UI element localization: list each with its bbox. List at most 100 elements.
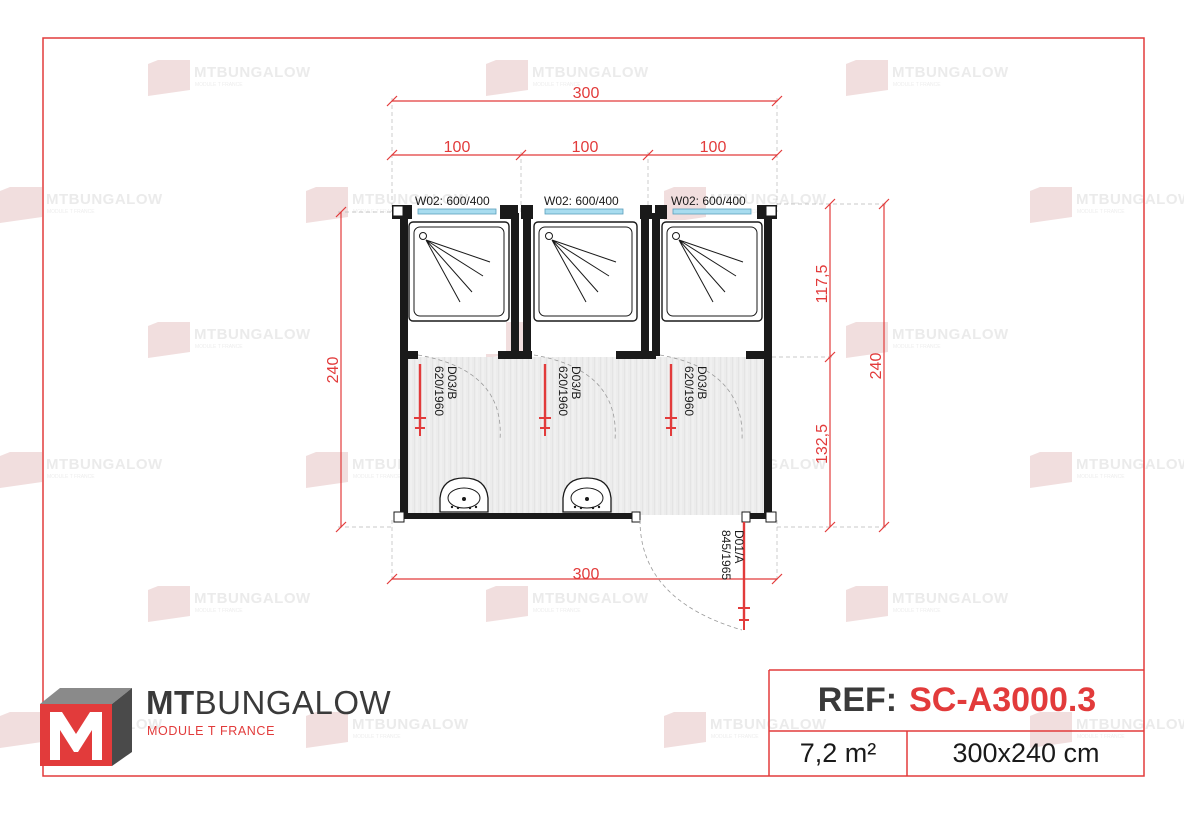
entrance-door-size: 845/1965 [719,530,733,580]
logo-wordmark: MTBUNGALOW [146,684,391,722]
dim-right-lower: 132,5 [814,424,831,464]
washbasin-2 [562,477,612,513]
watermark-mark [1030,187,1072,223]
watermark-mark [306,712,348,748]
watermark-text: MTBUNGALOW [194,64,311,81]
watermark-tagline: MODULE T FRANCE [47,474,95,480]
watermark-tagline: MODULE T FRANCE [353,734,401,740]
watermark-mark [148,322,190,358]
watermark-text: MTBUNGALOW [1076,456,1184,473]
dim-top-segment-2: 100 [572,139,599,156]
entrance-door-type: D01/A [732,530,746,563]
door-type-1: D03/B [445,366,459,399]
watermark-text: MTBUNGALOW [892,64,1009,81]
watermark-mark [1030,452,1072,488]
reference-cell: REF: SC-A3000.3 [770,670,1144,730]
watermark-mark [306,187,348,223]
watermark-text: MTBUNGALOW [194,326,311,343]
watermark-text: MTBUNGALOW [352,191,469,208]
shower-tray-1 [408,221,510,322]
door-type-2: D03/B [569,366,583,399]
watermark-text: MTBUNGALOW [194,590,311,607]
watermark-mark [846,60,888,96]
door-swings [417,354,743,631]
watermark-mark [486,586,528,622]
watermark-tagline: MODULE T FRANCE [1077,209,1125,215]
watermark-text: MTBUNGALOW [1076,716,1184,733]
watermark-text: MTBUNGALOW [710,191,827,208]
mtbungalow-logo-mark [40,688,132,766]
dim-right-total: 240 [868,353,885,380]
watermark-mark [0,712,42,748]
dim-right-upper: 117,5 [814,264,831,303]
watermark-text: MTBUNGALOW [892,590,1009,607]
watermark-mark [664,712,706,748]
window-label-1: W02: 600/400 [415,194,490,208]
dim-left-total: 240 [325,357,342,384]
dim-top-segment-1: 100 [444,139,471,156]
watermark-text: MTBUNGALOW [710,716,827,733]
watermark-mark [0,452,42,488]
dimension-lines [335,95,890,585]
watermark-tagline: MODULE T FRANCE [893,344,941,350]
dim-top-segment-3: 100 [700,139,727,156]
washbasin-1 [439,477,489,513]
watermark-text: MTBUNGALOW [532,64,649,81]
watermark-tagline: MODULE T FRANCE [893,608,941,614]
watermark-tagline: MODULE T FRANCE [353,209,401,215]
watermark-mark [486,60,528,96]
door-size-1: 620/1960 [432,366,446,416]
watermark-tagline: MODULE T FRANCE [195,82,243,88]
watermark-text: MTBUNGALOW [46,191,163,208]
door-type-3: D03/B [695,366,709,399]
door-leaves [414,364,750,630]
watermark-mark [1030,712,1072,748]
watermark-mark [148,586,190,622]
watermark-tagline: MODULE T FRANCE [1077,474,1125,480]
watermark-tagline: MODULE T FRANCE [533,82,581,88]
entrance-door-label: D01/A 845/1965 [719,530,746,580]
ref-label: REF: [817,680,898,719]
windows [417,208,752,215]
door-label-3: D03/B 620/1960 [682,366,709,416]
logo-tagline: MODULE T FRANCE [147,724,276,738]
watermark-mark [846,586,888,622]
logo-brand-bold: MT [146,684,195,721]
watermark-tagline: MODULE T FRANCE [195,344,243,350]
watermark-tagline: MODULE T FRANCE [1077,734,1125,740]
door-size-2: 620/1960 [556,366,570,416]
watermark-text: MTBUNGALOW [532,590,649,607]
wall-posts [392,205,777,523]
drawing-frame [42,37,1145,777]
watermark-text: MTBUNGALOW [46,456,163,473]
watermark-text: MTBUNGALOW [1076,191,1184,208]
watermark-mark [306,452,348,488]
door-size-3: 620/1960 [682,366,696,416]
logo-brand-rest: BUNGALOW [194,684,392,721]
area-value: 7,2 m² [799,738,877,768]
dim-top-total: 300 [573,85,600,102]
watermark-text: MTBUNGALOW [352,716,469,733]
door-label-2: D03/B 620/1960 [556,366,583,416]
watermark-tagline: MODULE T FRANCE [711,734,759,740]
size-value: 300x240 cm [952,738,1100,768]
ref-value: SC-A3000.3 [909,680,1097,719]
